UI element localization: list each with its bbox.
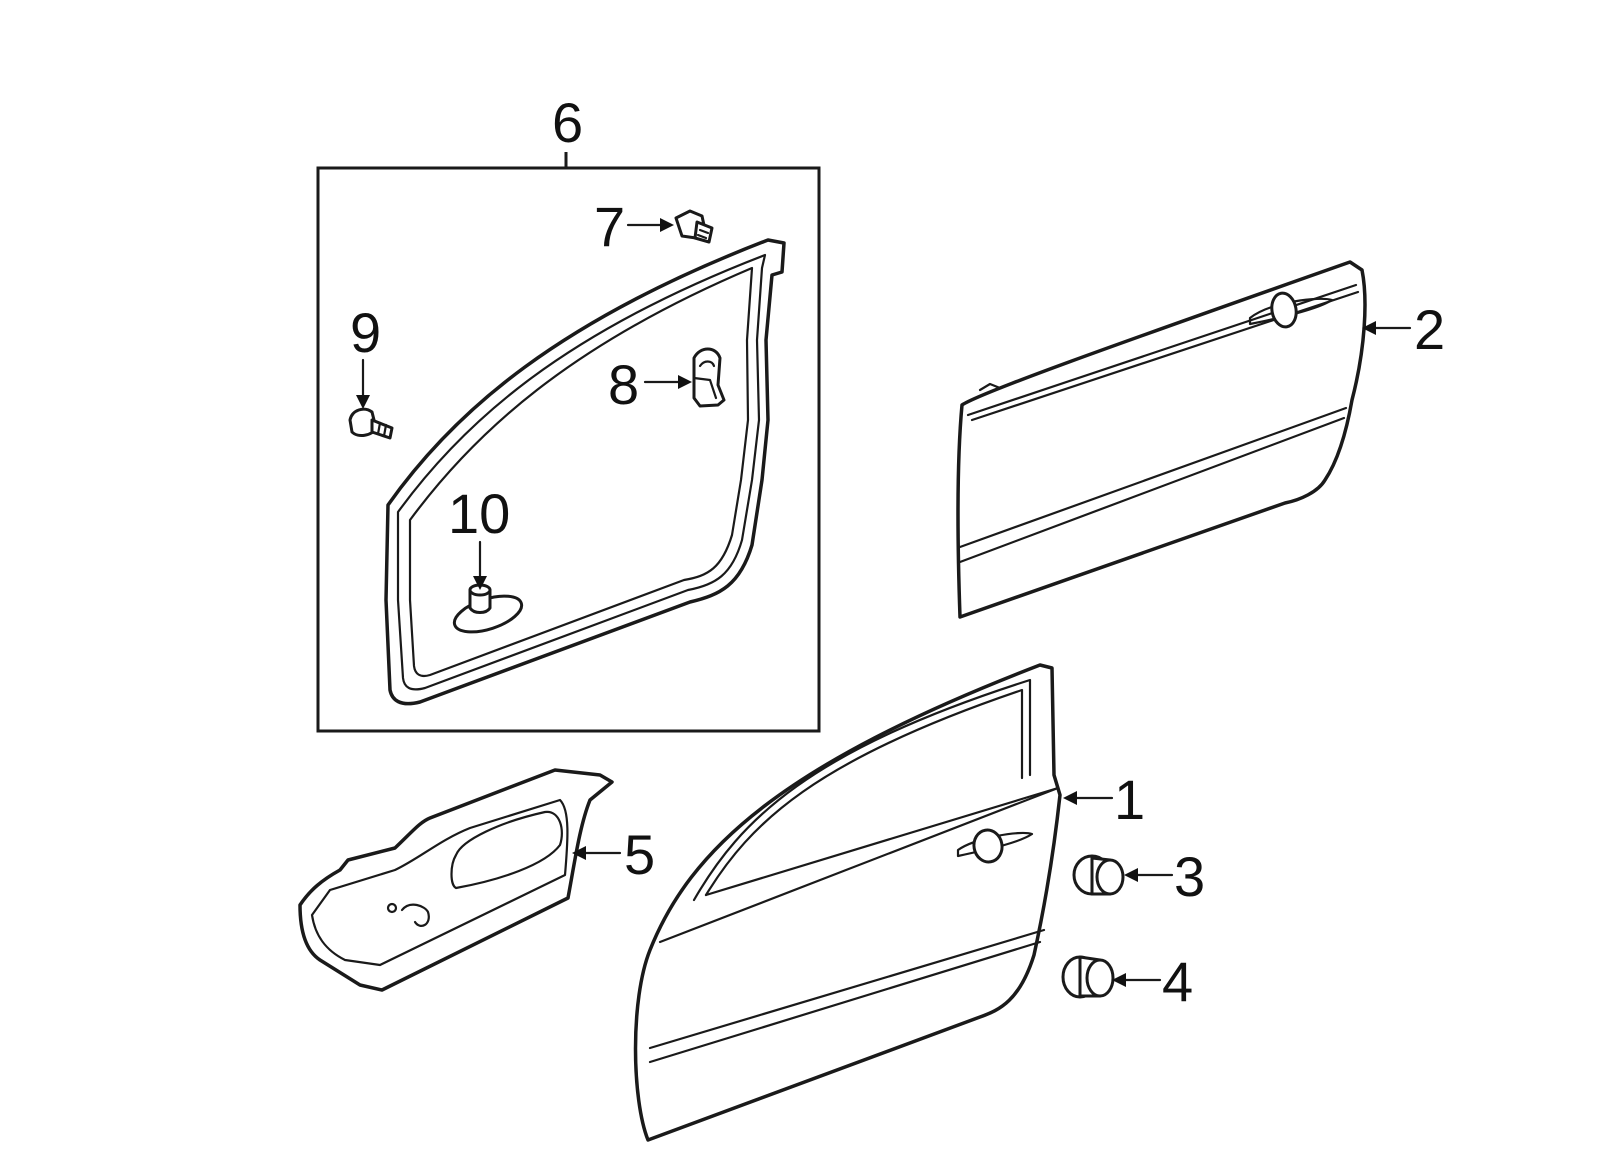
water-shield-5 xyxy=(298,768,614,992)
callout-4: 4 xyxy=(1162,950,1193,1013)
door-weatherstrip xyxy=(384,238,786,706)
callout-7: 7 xyxy=(594,195,625,258)
callout-10: 10 xyxy=(448,482,510,545)
screw-9-icon xyxy=(348,407,394,440)
bumper-4-icon xyxy=(1061,955,1115,999)
callout-9: 9 xyxy=(350,301,381,364)
callout-6: 6 xyxy=(552,91,583,154)
door-shell-1 xyxy=(633,663,1062,1142)
callout-8: 8 xyxy=(608,353,639,416)
plug-10-icon xyxy=(452,583,524,634)
callout-5: 5 xyxy=(624,823,655,886)
bumper-3-icon xyxy=(1072,854,1125,896)
weatherstrip-kit-box xyxy=(316,152,821,733)
bolt-7-icon xyxy=(674,209,714,244)
callout-2: 2 xyxy=(1414,298,1445,361)
leader-arrows xyxy=(356,218,1412,987)
callout-1: 1 xyxy=(1114,768,1145,831)
door-outer-panel-2 xyxy=(956,260,1367,619)
callout-3: 3 xyxy=(1174,845,1205,908)
clip-8-icon xyxy=(692,347,726,408)
